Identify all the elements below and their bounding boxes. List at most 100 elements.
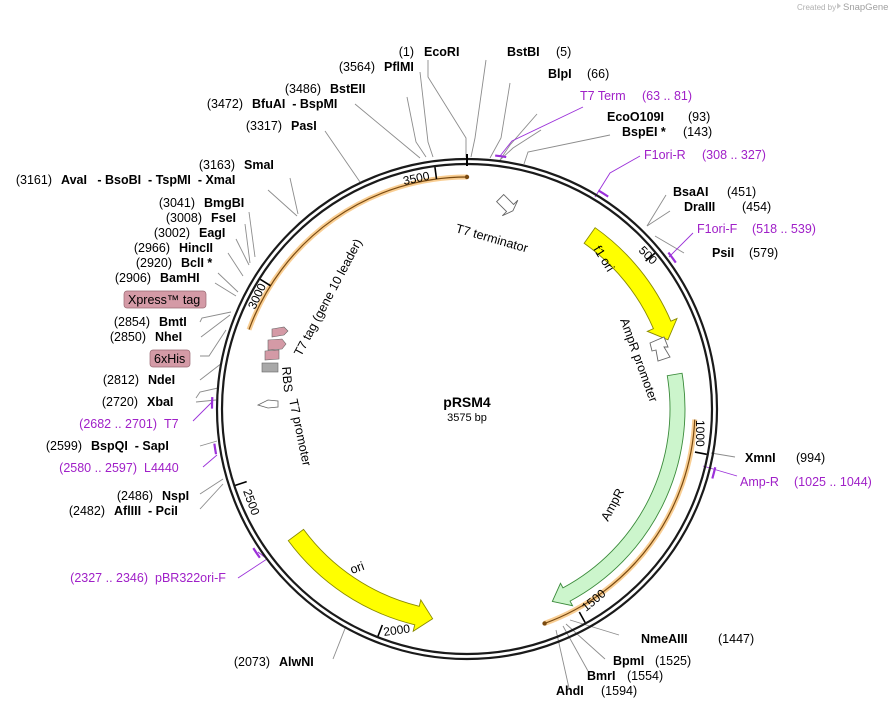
- site-pos-ahdi: (1594): [601, 684, 637, 698]
- primer-marker-0: [495, 154, 507, 159]
- site-pos-ndei: (2812): [103, 373, 139, 387]
- site-pos-nhei: (2850): [110, 330, 146, 344]
- site-name-bamhi: BamHI: [160, 271, 200, 285]
- primer-name-f1ori-r: F1ori-R: [644, 148, 686, 162]
- primer-name-l4440: L4440: [144, 461, 179, 475]
- tick-label-1000: 1000: [693, 420, 707, 447]
- feature-label-rbs: RBS: [279, 366, 295, 393]
- site-pos-bamhi: (2906): [115, 271, 151, 285]
- orf-right-arc-line: [544, 419, 696, 624]
- site-pos-nspi: (2486): [117, 489, 153, 503]
- primer-range-f1ori-r: (308 .. 327): [702, 148, 766, 162]
- site-pos-psii: (579): [749, 246, 778, 260]
- ori-arrow: [287, 528, 434, 633]
- site-name-bpmi: BpmI: [613, 654, 644, 668]
- tick-mark-1000: [694, 451, 707, 456]
- site-pos-bmri: (1554): [627, 669, 663, 683]
- site-name-bspqi: BspQI - SapI: [91, 439, 169, 453]
- site-pos-xbai: (2720): [102, 395, 138, 409]
- primer-range-f1ori-f: (518 .. 539): [752, 222, 816, 236]
- tick-label-2500: 2500: [240, 487, 262, 517]
- site-pos-bfuai: (3472): [207, 97, 243, 111]
- primer-range-amp-r: (1025 .. 1044): [794, 475, 872, 489]
- f1-ori-arrow: [583, 227, 678, 341]
- site-name-alwni: AlwNI: [279, 655, 314, 669]
- primer-marker-2: [667, 251, 677, 264]
- site-pos-pasi: (3317): [246, 119, 282, 133]
- feature-arrows: [287, 227, 686, 633]
- xpress-tag-text: Xpress™ tag: [128, 293, 200, 307]
- site-name-ahdi: AhdI: [556, 684, 584, 698]
- feature-label-t7-promoter: T7 promoter: [286, 398, 314, 468]
- site-name-bstbi: BstBI: [507, 45, 540, 59]
- orf-left-arc-end: [464, 174, 470, 180]
- primer-name-t7: T7: [164, 417, 179, 431]
- site-pos-bcli: (2920): [136, 256, 172, 270]
- site-pos-hincii: (2966): [134, 241, 170, 255]
- tick-mark-3500: [434, 167, 438, 180]
- site-name-bsteii: BstEII: [330, 82, 365, 96]
- primer-marker-3: [711, 467, 717, 479]
- primer-range-t7-term: (63 .. 81): [642, 89, 692, 103]
- site-pos-blpi: (66): [587, 67, 609, 81]
- site-name-fsei: FseI: [211, 211, 236, 225]
- primer-range-t7: (2682 .. 2701): [79, 417, 157, 431]
- site-name-eagi: EagI: [199, 226, 225, 240]
- site-pos-smai: (3163): [199, 158, 235, 172]
- site-name-ecori: EcoRI: [424, 45, 459, 59]
- site-pos-bmti: (2854): [114, 315, 150, 329]
- site-pos-alwni: (2073): [234, 655, 270, 669]
- site-name-draiii: DraIII: [684, 200, 715, 214]
- site-pos-bstbi: (5): [556, 45, 571, 59]
- orf-left-arc-line: [248, 176, 468, 330]
- site-name-nmeaiii: NmeAIII: [641, 632, 688, 646]
- feature-label-ori: ori: [348, 559, 366, 577]
- primer-name-f1ori-f: F1ori-F: [697, 222, 738, 236]
- site-name-bsaai: BsaAI: [673, 185, 708, 199]
- his-tag-label: 6xHis: [149, 349, 191, 368]
- feature-label-t7-tag: T7 tag (gene 10 leader): [291, 236, 365, 358]
- site-name-ndei: NdeI: [148, 373, 175, 387]
- site-pos-eagi: (3002): [154, 226, 190, 240]
- tick-mark-3000: [259, 278, 271, 287]
- site-name-bmri: BmrI: [587, 669, 615, 683]
- site-name-smai: SmaI: [244, 158, 274, 172]
- tick-mark-2000: [377, 624, 384, 637]
- his-tag-text: 6xHis: [154, 352, 185, 366]
- site-name-bcli: BclI *: [181, 256, 212, 270]
- primer-name-amp-r: Amp-R: [740, 475, 779, 489]
- site-name-bmti: BmtI: [159, 315, 187, 329]
- primer-marker-1: [597, 189, 609, 198]
- credit-brand: SnapGene: [843, 2, 888, 13]
- site-name-nspi: NspI: [162, 489, 189, 503]
- primer-range-l4440: (2580 .. 2597): [59, 461, 137, 475]
- site-name-xbai: XbaI: [147, 395, 173, 409]
- xpress-tag-label: Xpress™ tag: [123, 290, 207, 309]
- site-pos-afliii: (2482): [69, 504, 105, 518]
- site-pos-avai: (3161): [16, 173, 52, 187]
- tick-mark-500: [645, 252, 656, 262]
- primer-range-pbr322ori-f: (2327 .. 2346): [70, 571, 148, 585]
- site-pos-xmni: (994): [796, 451, 825, 465]
- site-name-bmgbi: BmgBI: [204, 196, 244, 210]
- site-name-avai: AvaI - BsoBI - TspMI - XmaI: [61, 173, 235, 187]
- credit-prefix: Created by: [797, 3, 836, 12]
- leader-lines: [192, 59, 738, 689]
- site-pos-bsteii: (3486): [285, 82, 321, 96]
- site-name-xmni: XmnI: [745, 451, 776, 465]
- plasmid-size: 3575 bp: [447, 412, 487, 424]
- site-pos-bmgbi: (3041): [159, 196, 195, 210]
- site-pos-bsaai: (451): [727, 185, 756, 199]
- site-name-bfuai: BfuAI - BspMI: [252, 97, 337, 111]
- site-name-pflmi: PflMI: [384, 60, 414, 74]
- site-name-nhei: NheI: [155, 330, 182, 344]
- tick-mark-1500: [578, 611, 586, 623]
- tick-label-2000: 2000: [382, 621, 411, 639]
- site-pos-draiii: (454): [742, 200, 771, 214]
- feature-label-t7-terminator: T7 terminator: [454, 221, 529, 255]
- tick-marks: [235, 167, 707, 637]
- site-pos-bpmi: (1525): [655, 654, 691, 668]
- site-name-hincii: HincII: [179, 241, 213, 255]
- site-pos-pflmi: (3564): [339, 60, 375, 74]
